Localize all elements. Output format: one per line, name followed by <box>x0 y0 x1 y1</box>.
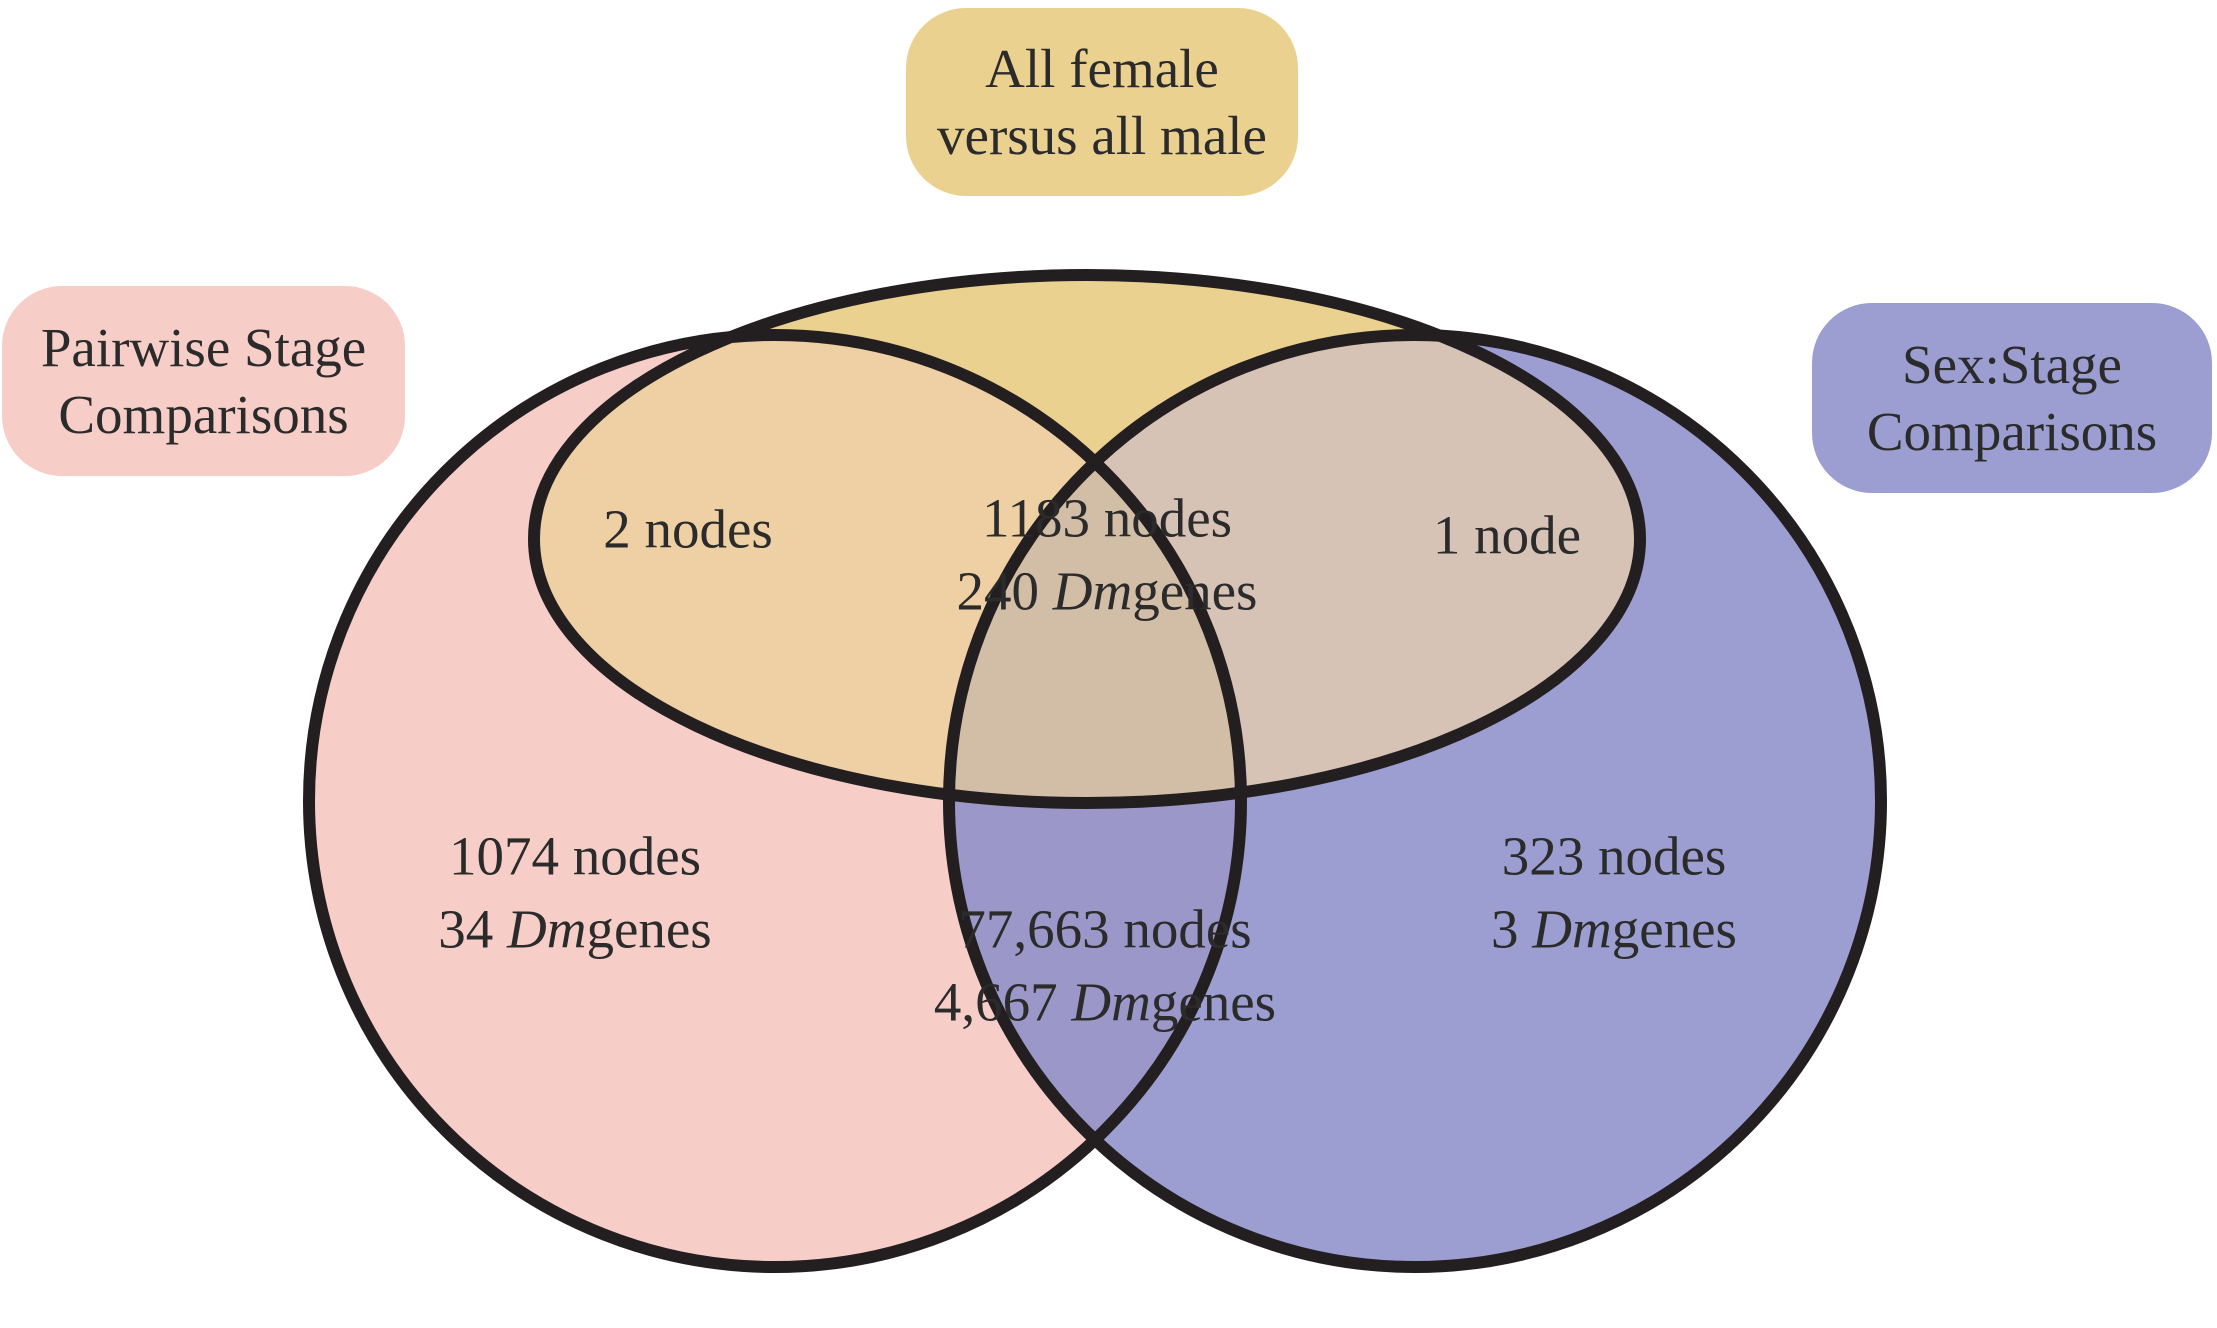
sex-stage-circle-outline <box>943 329 1887 1273</box>
region-pairwise-sex-stage: 77,663 nodes 4,667 Dmgenes <box>934 893 1276 1038</box>
female-male-ellipse-outline <box>528 269 1646 809</box>
region-nodes: 2 nodes <box>603 498 773 560</box>
sex-stage-set-label: Sex:Stage Comparisons <box>1812 303 2212 493</box>
region-genes: 34 Dmgenes <box>438 898 712 959</box>
region-female-male-sex-stage-only: 1 node <box>1433 500 1581 573</box>
female-male-label-line2: versus all male <box>937 105 1267 166</box>
female-male-label-line1: All female <box>985 37 1219 99</box>
female-male-set-label: All female versus all male <box>906 8 1298 196</box>
region-nodes: 1074 nodes <box>448 825 702 887</box>
pairwise-label-line1: Pairwise Stage <box>40 316 367 378</box>
pairwise-label-line2: Comparisons <box>58 384 349 445</box>
pairwise-set-label: Pairwise Stage Comparisons <box>2 286 405 476</box>
region-pairwise-only: 1074 nodes 34 Dmgenes <box>438 820 711 965</box>
region-genes: 3 Dmgenes <box>1491 898 1737 959</box>
region-nodes: 1 node <box>1432 504 1582 566</box>
region-all-three: 1183 nodes 240 Dmgenes <box>957 482 1258 627</box>
region-sex-stage-only: 323 nodes 3 Dmgenes <box>1491 820 1737 965</box>
pairwise-circle-outline <box>303 329 1247 1273</box>
region-nodes: 1183 nodes <box>981 487 1233 549</box>
region-nodes: 323 nodes <box>1501 825 1727 887</box>
region-genes: 4,667 Dmgenes <box>933 971 1277 1032</box>
sex-stage-label-line1: Sex:Stage <box>1902 333 2122 395</box>
region-nodes: 77,663 nodes <box>958 898 1252 960</box>
sex-stage-label-line2: Comparisons <box>1866 401 2158 462</box>
region-female-male-pairwise-only: 2 nodes <box>603 494 773 567</box>
region-genes: 240 Dmgenes <box>956 560 1258 621</box>
